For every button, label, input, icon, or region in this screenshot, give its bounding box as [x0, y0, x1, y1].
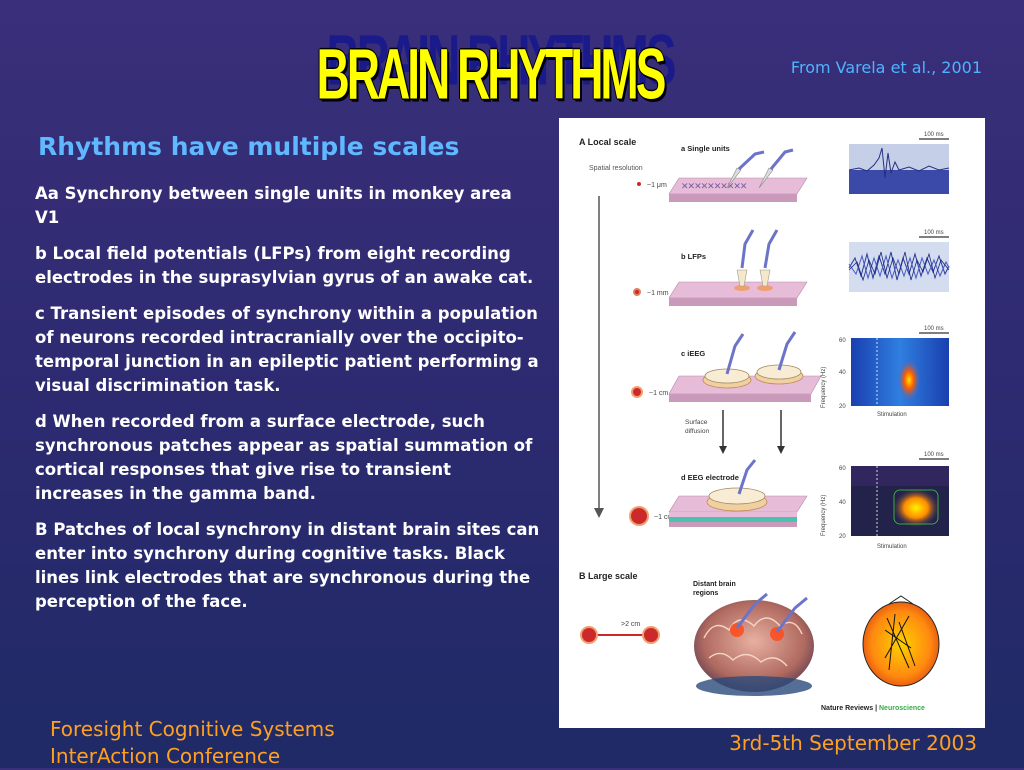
electrode-b2-tip — [759, 269, 771, 287]
electrode-b2-wire — [763, 229, 779, 269]
time-bar-b-label: 100 ms — [924, 230, 944, 236]
large-scale-dot-1 — [580, 626, 598, 644]
tick-60-d: 60 — [839, 466, 846, 472]
layer-d-teal — [669, 517, 797, 522]
tissue-block-a-side — [669, 194, 797, 202]
credit-field: Neuroscience — [879, 705, 925, 712]
distant-brain-label-1: Distant brain — [693, 581, 736, 588]
freq-axis-c: Frequency (Hz) — [821, 367, 827, 408]
credit-separator: | — [873, 705, 879, 712]
heatmap-d-hotspot — [892, 488, 940, 528]
footer-conference: Foresight Cognitive Systems InterAction … — [50, 716, 335, 770]
heatmap-d-outline — [893, 489, 939, 525]
resolution-arrowhead — [594, 508, 604, 518]
slide-title: BRAIN RHYTHMS BRAIN RHYTHMS — [300, 24, 680, 114]
figure: A Local scale Spatial resolution a Singl… — [559, 118, 985, 728]
neuron-markers-a: ✕✕✕✕✕✕✕✕✕✕ — [681, 181, 747, 191]
paragraph-a: Aa Synchrony between single units in mon… — [35, 184, 512, 227]
tick-20-c: 20 — [839, 404, 846, 410]
spatial-resolution-text: Spatial resolution — [589, 165, 643, 172]
slide-subtitle: Rhythms have multiple scales — [38, 132, 460, 161]
electrode-a1-wire — [737, 150, 765, 171]
paragraph-big-b: B Patches of local synchrony in distant … — [35, 520, 540, 611]
heatmap-d-band — [851, 466, 949, 486]
scale-dot-b — [633, 288, 641, 296]
figure-credit: Nature Reviews | Neuroscience — [821, 705, 925, 712]
citation: From Varela et al., 2001 — [790, 58, 982, 77]
scale-label-b: ~1 mm — [647, 290, 669, 297]
lfp-spot-2 — [757, 285, 773, 291]
scale-label-a: ~1 μm — [647, 182, 667, 189]
head-map — [862, 601, 940, 687]
tissue-block-b-side — [669, 298, 797, 306]
electrode-d-wire — [737, 459, 757, 495]
scale-label-b-large: >2 cm — [621, 621, 640, 628]
tick-20-d: 20 — [839, 534, 846, 540]
stimulation-label-d: Stimulation — [877, 544, 907, 550]
brain-folds — [703, 617, 803, 667]
panel-d-label: d EEG electrode — [681, 473, 739, 482]
panel-c-label: c iEEG — [681, 349, 705, 358]
section-a-label: A Local scale — [579, 137, 636, 147]
footer-conference-line1: Foresight Cognitive Systems — [50, 717, 335, 741]
stimulation-label-c: Stimulation — [877, 412, 907, 418]
tick-60-c: 60 — [839, 338, 846, 344]
trace-a-fill — [849, 170, 949, 194]
layer-d-pink — [669, 512, 797, 517]
freq-axis-d: Frequency (Hz) — [821, 495, 827, 536]
scale-dot-c — [631, 386, 643, 398]
head-map-nose — [888, 595, 914, 605]
electrode-a2-wire — [769, 148, 794, 170]
surface-diffusion-label-2: diffusion — [685, 428, 709, 435]
figure-svg: A Local scale Spatial resolution a Singl… — [579, 132, 950, 712]
body-text: Aa Synchrony between single units in mon… — [35, 182, 540, 626]
credit-journal: Nature Reviews — [821, 705, 873, 712]
layer-d-bottom — [669, 522, 797, 527]
paragraph-c: c Transient episodes of synchrony within… — [35, 304, 539, 395]
tick-40-c: 40 — [839, 370, 846, 376]
surface-diffusion-label-1: Surface — [685, 419, 708, 426]
time-bar-c-label: 100 ms — [924, 326, 944, 332]
paragraph-b: b Local field potentials (LFPs) from eig… — [35, 244, 534, 287]
electrode-b1-wire — [740, 229, 755, 269]
tissue-block-c-side — [669, 394, 811, 402]
large-scale-dot-2 — [642, 626, 660, 644]
scale-label-c: ~1 cm — [649, 390, 668, 397]
panel-a-label: a Single units — [681, 144, 730, 153]
distant-brain-label-2: regions — [693, 590, 718, 597]
heatmap-c-hotspot — [897, 358, 921, 402]
time-bar-a-label: 100 ms — [924, 132, 944, 138]
diffusion-arrowhead-1 — [719, 446, 727, 454]
paragraph-d: d When recorded from a surface electrode… — [35, 412, 533, 503]
eeg-disc — [708, 487, 766, 505]
brain-hotspot-1 — [730, 623, 744, 637]
brain-base — [696, 676, 812, 696]
footer-date: 3rd-5th September 2003 — [729, 731, 977, 755]
section-b-label: B Large scale — [579, 571, 638, 581]
diffusion-arrowhead-2 — [777, 446, 785, 454]
trace-b-panel — [849, 242, 949, 292]
lfp-spot-1 — [734, 285, 750, 291]
electrode-c2-wire — [777, 331, 797, 371]
tick-40-d: 40 — [839, 500, 846, 506]
trace-a-spikes — [848, 147, 950, 179]
head-map-sync-lines — [884, 613, 916, 671]
spatial-resolution-label: Spatial resolution — [589, 165, 643, 172]
electrode-c1-wire — [725, 333, 745, 375]
electrode-b-large-1 — [735, 592, 768, 629]
trace-b-line3 — [848, 251, 950, 282]
scale-dot-a — [637, 182, 641, 186]
brain-hotspot-2 — [770, 627, 784, 641]
electrode-b1-tip — [736, 269, 748, 287]
slide-title-shadow: BRAIN RHYTHMS — [326, 19, 677, 100]
time-bar-d-label: 100 ms — [924, 452, 944, 458]
footer-conference-line2: InterAction Conference — [50, 744, 281, 768]
scale-dot-d — [629, 506, 649, 526]
panel-b-label: b LFPs — [681, 252, 706, 261]
slide-title-text: BRAIN RHYTHMS — [316, 33, 667, 114]
scale-label-d: ~1 cm — [654, 514, 673, 521]
electrode-b-large-2 — [775, 596, 808, 633]
